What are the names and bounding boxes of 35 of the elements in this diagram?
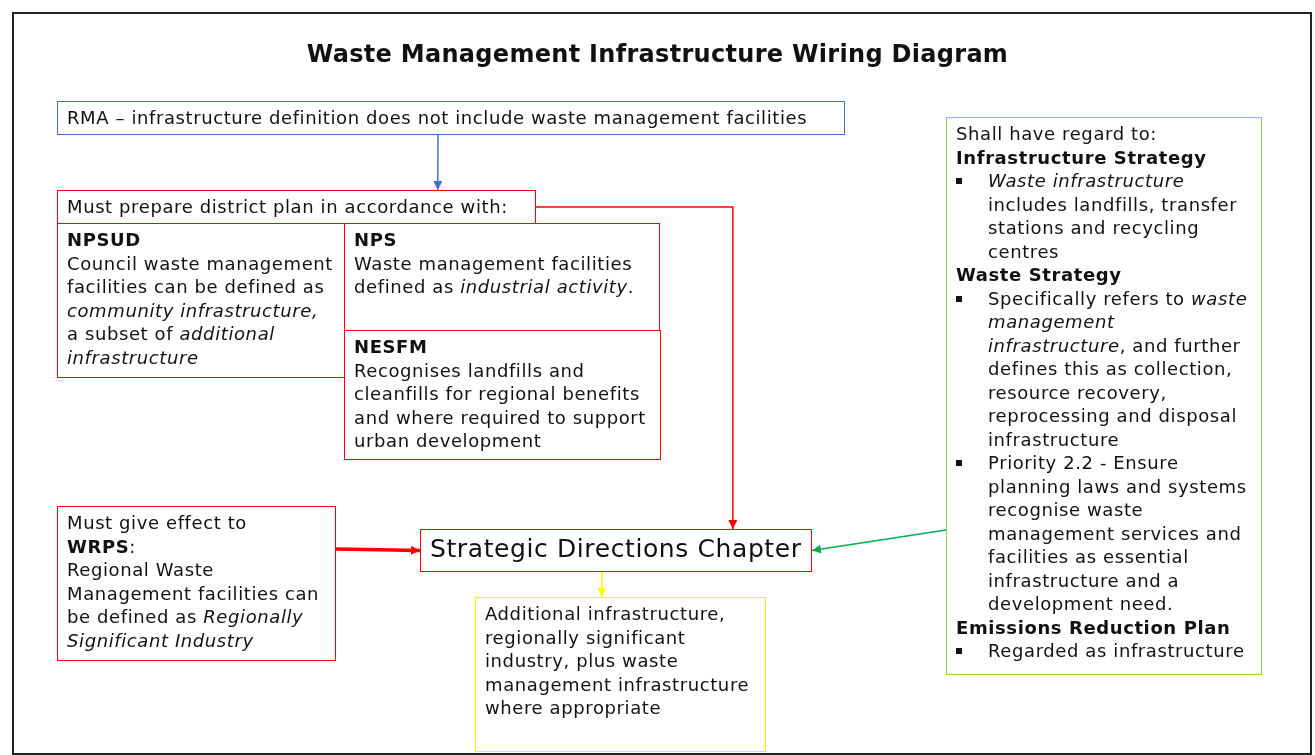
policy-box	[57, 223, 345, 378]
box-heading: NPS	[354, 228, 399, 252]
regard-box	[946, 117, 1262, 675]
policy-box	[57, 506, 336, 661]
box-text: WRPS:	[67, 534, 137, 558]
box-text: Recognises landfills and cleanfills for regional benefits and where required to support urban development	[354, 358, 648, 453]
bullet-text: Specifically refers to waste management infrastructure, and further defines this as collection, resource recovery, reprocessing and disposal infrastructure	[988, 286, 1249, 451]
box-text: Shall have regard to:	[956, 122, 1158, 146]
arrow	[433, 134, 443, 191]
bullet-text: Waste infrastructure includes landfills, transfer stations and recycling centres	[988, 169, 1239, 263]
arrow	[535, 206, 738, 530]
outcome-box	[475, 597, 766, 752]
box-text: RMA – infrastructure definition does not include waste management facilities	[67, 106, 809, 130]
box-text: Waste management facilities defined as industrial activity.	[354, 251, 636, 299]
chapter-box	[420, 529, 812, 572]
bullet-text: Regarded as infrastructure	[988, 639, 1246, 663]
arrow	[335, 545, 421, 555]
bullet-text: Priority 2.2 - Ensure planning laws and systems recognise waste management services and facilities as essential infrastructure and a development need.	[988, 451, 1248, 616]
box-text: Strategic Directions Chapter	[430, 533, 802, 565]
policy-box	[344, 330, 661, 460]
arrow	[811, 529, 947, 554]
process-box	[57, 190, 536, 224]
box-heading: Waste Strategy	[956, 263, 1123, 287]
box-heading: NESFM	[354, 335, 429, 359]
definition-box	[57, 101, 845, 135]
box-text: Must give effect to	[67, 511, 248, 535]
box-text: Must prepare district plan in accordance with:	[67, 195, 509, 219]
box-heading: Emissions Reduction Plan	[956, 615, 1232, 639]
box-heading: Infrastructure Strategy	[956, 145, 1208, 169]
arrow	[597, 571, 607, 598]
box-text: Additional infrastructure, regionally significant industry, plus waste management infrastructure where appropriate	[485, 602, 751, 720]
diagram-title: Waste Management Infrastructure Wiring Diagram	[305, 40, 1010, 68]
box-heading: NPSUD	[67, 228, 142, 252]
box-text: Regional Waste Management facilities can be defined as Regionally Significant Industry	[67, 558, 321, 652]
box-text: Council waste management facilities can be defined as community infrastructure, a subset of additional infrastructure	[67, 251, 334, 369]
